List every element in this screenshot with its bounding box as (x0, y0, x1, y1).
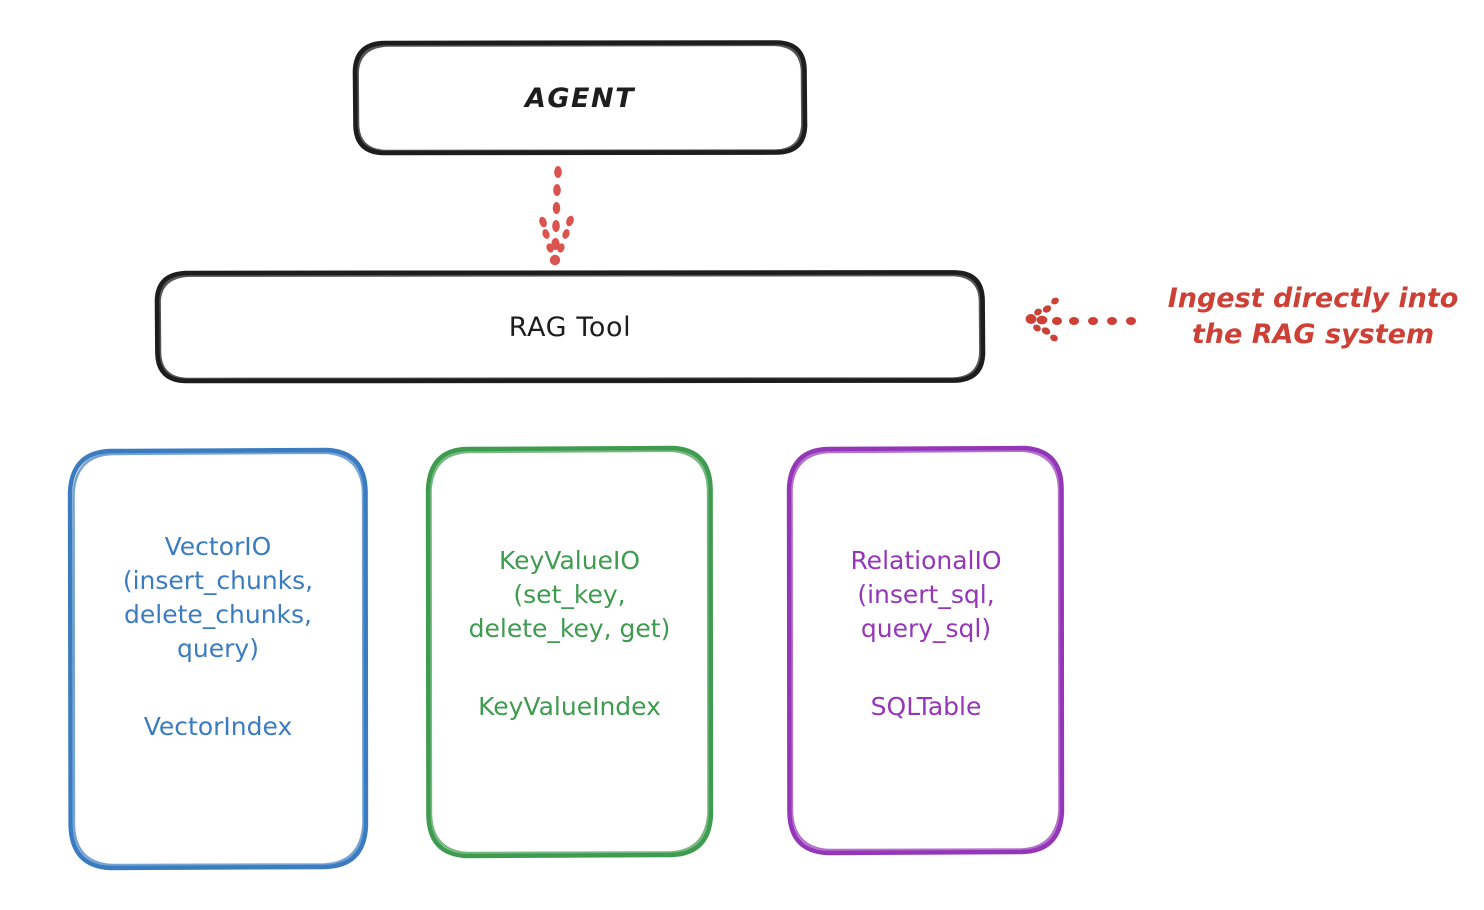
vector-io-text-stack: VectorIO (insert_chunks, delete_chunks, … (70, 530, 366, 744)
agent-box-outline (352, 40, 808, 156)
vector-io-node[interactable]: VectorIO (insert_chunks, delete_chunks, … (70, 450, 366, 868)
ingest-annotation-line-2: the RAG system (1191, 318, 1435, 350)
keyvalue-io-box-outline (425, 445, 714, 859)
keyvalue-io-text-stack: KeyValueIO (set_key, delete_key, get) Ke… (428, 544, 711, 724)
vector-io-line-4: query) (177, 634, 259, 663)
vector-io-line-2: (insert_chunks, (122, 566, 314, 595)
ingest-annotation: Ingest directly into the RAG system (1148, 281, 1478, 353)
relational-io-line-1: RelationalIO (850, 546, 1002, 575)
rag-tool-node[interactable]: RAG Tool (157, 272, 983, 382)
vector-index-label: VectorIndex (143, 712, 293, 741)
agent-node[interactable]: AGENT (355, 42, 805, 154)
vector-io-line-3: delete_chunks, (124, 600, 312, 629)
keyvalue-io-node[interactable]: KeyValueIO (set_key, delete_key, get) Ke… (428, 448, 711, 855)
keyvalue-io-line-3: delete_key, get) (468, 613, 671, 643)
relational-io-node[interactable]: RelationalIO (insert_sql, query_sql) SQL… (790, 448, 1062, 852)
rag-tool-label: RAG Tool (508, 311, 632, 343)
vector-io-line-1: VectorIO (164, 532, 272, 561)
keyvalue-io-line-1: KeyValueIO (498, 545, 641, 575)
ingest-annotation-line-1: Ingest directly into (1167, 283, 1459, 314)
relational-io-line-3: query_sql) (860, 614, 992, 643)
agent-label: AGENT (524, 82, 635, 114)
keyvalue-index-label: KeyValueIndex (478, 691, 661, 721)
vector-io-box-outline (67, 447, 369, 871)
relational-io-text-stack: RelationalIO (insert_sql, query_sql) SQL… (790, 544, 1062, 724)
dotted-arrow-left-icon (1025, 297, 1136, 342)
rag-tool-box-outline (154, 270, 986, 384)
relational-io-line-2: (insert_sql, (857, 580, 995, 609)
dotted-arrow-down-icon (539, 166, 574, 266)
keyvalue-io-line-2: (set_key, (513, 579, 626, 609)
sql-table-label: SQLTable (870, 692, 982, 721)
relational-io-box-outline (786, 445, 1065, 856)
